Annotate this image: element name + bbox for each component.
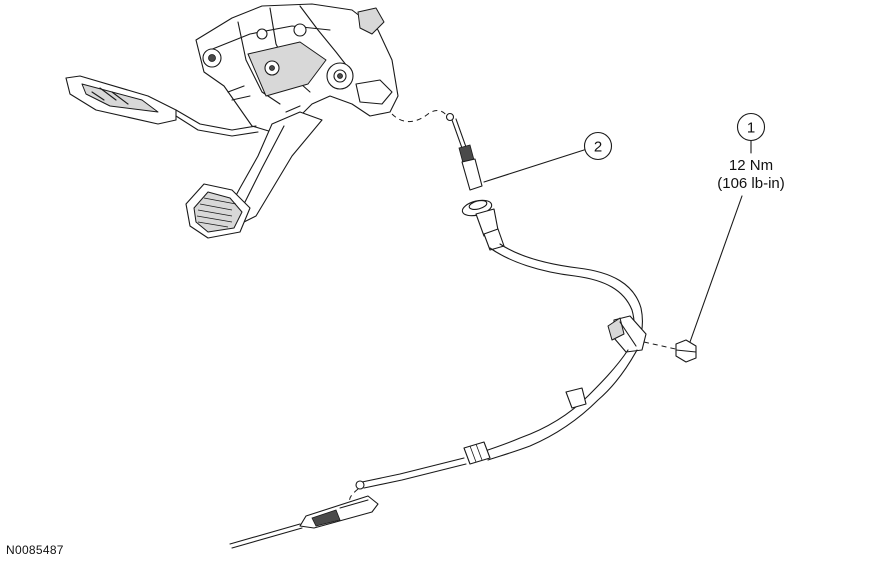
clutch-pedal xyxy=(185,111,323,239)
torque-imperial: (106 lb-in) xyxy=(717,175,785,192)
callout-2-number: 2 xyxy=(594,139,602,156)
torque-metric: 12 Nm xyxy=(729,157,773,174)
callout-2: 2 xyxy=(483,131,613,183)
callout-1-number: 1 xyxy=(747,120,755,137)
release-lever xyxy=(229,495,379,549)
callout-1: 1 12 Nm (106 lb-in) xyxy=(689,112,785,343)
cable-grommet xyxy=(461,199,505,251)
left-pedal xyxy=(65,75,259,137)
bracket-bolt xyxy=(643,339,697,363)
cable-end-ball xyxy=(445,112,455,122)
figure-id: N0085487 xyxy=(6,543,64,557)
clutch-cable xyxy=(229,110,647,549)
cable-bracket xyxy=(607,315,647,353)
cable-connection-dashed xyxy=(391,110,449,122)
pedal-bracket-assembly xyxy=(195,3,399,133)
